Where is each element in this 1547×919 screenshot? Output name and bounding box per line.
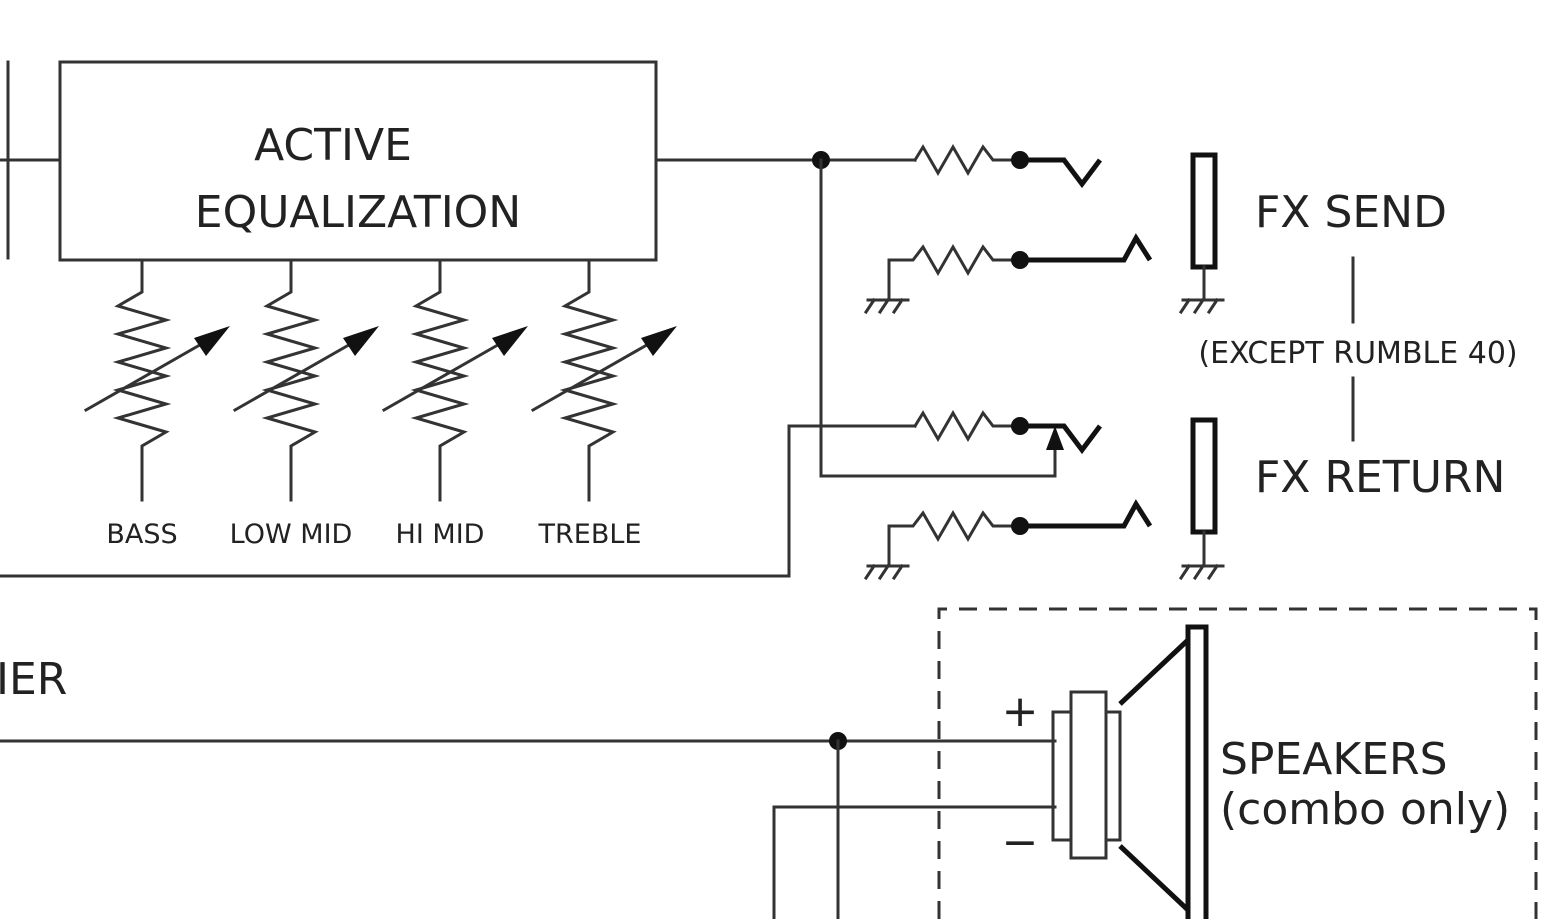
speakers-label-line1: SPEAKERS — [1220, 734, 1448, 785]
fx-return-jack — [0, 409, 1225, 581]
pot-treble — [530, 258, 677, 502]
pot-low-mid — [232, 258, 379, 502]
control-label-low-mid: LOW MID — [230, 519, 353, 550]
control-label-treble: TREBLE — [538, 519, 642, 550]
speaker-plus-sign: + — [1002, 686, 1039, 737]
control-label-bass: BASS — [106, 519, 177, 550]
speaker-minus-sign: − — [1002, 817, 1039, 868]
pot-hi-mid — [381, 258, 528, 502]
control-label-hi-mid: HI MID — [396, 519, 485, 550]
eq-block: ACTIVE EQUALIZATION — [58, 60, 658, 262]
pot-bass — [83, 258, 230, 502]
amplifier-label-fragment: IER — [0, 654, 67, 705]
ground-symbol — [1178, 563, 1225, 581]
fx-send-jack — [863, 143, 1225, 315]
ground-symbol — [863, 563, 910, 581]
fx-send-label: FX SEND — [1255, 187, 1447, 238]
eq-label-line2: EQUALIZATION — [195, 187, 521, 238]
speaker-icon — [1051, 624, 1209, 919]
except-note: (EXCEPT RUMBLE 40) — [1198, 336, 1517, 371]
speaker-wiring — [0, 732, 1057, 919]
ground-symbol — [1178, 297, 1225, 315]
eq-output-wire — [654, 151, 1064, 478]
speakers-box — [937, 607, 1538, 919]
fx-return-label: FX RETURN — [1255, 452, 1505, 503]
eq-label-line1: ACTIVE — [254, 120, 412, 171]
switch-contact-arrow — [1046, 426, 1064, 450]
ground-symbol — [863, 297, 910, 315]
speakers-label-line2: (combo only) — [1220, 784, 1510, 835]
left-block-edge — [0, 60, 62, 260]
